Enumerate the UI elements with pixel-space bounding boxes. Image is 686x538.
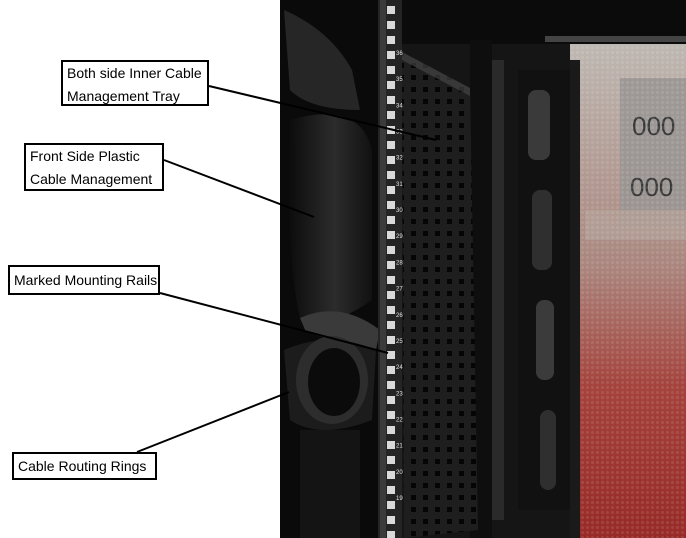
callout-routing-rings-line1: Cable Routing Rings — [18, 458, 147, 474]
callout-inner-cable-tray-line1: Both side Inner Cable — [67, 65, 202, 81]
rail-hole — [387, 96, 395, 104]
rail-number: 22 — [396, 417, 403, 423]
rail-number: 33 — [396, 130, 403, 136]
rail-hole — [387, 501, 395, 509]
rail-hole — [387, 531, 395, 538]
callout-inner-cable-tray-line2: Management Tray — [67, 88, 180, 104]
callout-routing-rings: Cable Routing Rings — [12, 452, 157, 480]
rail-hole — [387, 516, 395, 524]
callout-inner-cable-tray: Both side Inner Cable Management Tray — [61, 60, 209, 106]
rail-number: 19 — [396, 496, 403, 502]
rail-hole — [387, 486, 395, 494]
callout-plastic-cable-management-line2: Cable Management — [30, 171, 153, 187]
rail-number: 34 — [396, 103, 403, 109]
rail-number: 29 — [396, 234, 403, 240]
rail-hole — [387, 201, 395, 209]
rail-hole — [387, 171, 395, 179]
rail-hole — [387, 36, 395, 44]
rail-hole — [387, 396, 395, 404]
rear-mounting-rail — [518, 60, 580, 538]
rail-number: 20 — [396, 470, 403, 476]
door-mesh: 000 000 — [570, 40, 686, 538]
rail-number: 30 — [396, 208, 403, 214]
rail-hole — [387, 21, 395, 29]
rail-hole — [387, 321, 395, 329]
leader-line-plastic-cable-management — [163, 159, 315, 218]
leader-line-routing-rings — [136, 391, 290, 453]
callout-mounting-rails: Marked Mounting Rails — [8, 265, 160, 295]
callout-plastic-cable-management-line1: Front Side Plastic — [30, 148, 140, 164]
rail-hole — [387, 291, 395, 299]
callout-mounting-rails-line1: Marked Mounting Rails — [14, 272, 158, 288]
rail-hole — [387, 306, 395, 314]
rail-hole — [387, 111, 395, 119]
rail-number: 31 — [396, 182, 403, 188]
rail-number: 27 — [396, 287, 403, 293]
rail-number: 24 — [396, 365, 403, 371]
callout-plastic-cable-management: Front Side Plastic Cable Management — [24, 143, 164, 191]
rail-hole — [387, 336, 395, 344]
rail-hole — [387, 216, 395, 224]
rail-number: 28 — [396, 260, 403, 266]
rail-hole — [387, 471, 395, 479]
rail-hole — [387, 231, 395, 239]
rail-hole — [387, 246, 395, 254]
inner-cable-tray — [402, 52, 478, 538]
mounting-rail: 36 35 34 33 32 31 30 29 28 27 26 25 24 23 22 21 20 19 — [378, 0, 403, 538]
rail-hole — [387, 441, 395, 449]
rail-number: 32 — [396, 156, 403, 162]
rail-hole — [387, 261, 395, 269]
plastic-cable-management — [280, 0, 388, 538]
rail-hole — [387, 156, 395, 164]
rail-hole — [387, 351, 395, 359]
rail-hole — [387, 66, 395, 74]
rail-hole — [387, 381, 395, 389]
rail-number: 35 — [396, 77, 403, 83]
rail-hole — [387, 276, 395, 284]
rail-number: 25 — [396, 339, 403, 345]
leader-line-inner-cable-tray — [208, 85, 437, 141]
rail-number: 26 — [396, 313, 403, 319]
rail-hole — [387, 51, 395, 59]
rail-number: 21 — [396, 444, 403, 450]
rail-hole — [387, 456, 395, 464]
rail-hole — [387, 81, 395, 89]
rail-hole — [387, 186, 395, 194]
leader-line-mounting-rails — [159, 292, 389, 354]
rail-number: 36 — [396, 51, 403, 57]
rail-hole — [387, 6, 395, 14]
rail-hole — [387, 141, 395, 149]
rail-number: 23 — [396, 391, 403, 397]
rail-hole — [387, 366, 395, 374]
rail-hole — [387, 426, 395, 434]
rail-hole — [387, 411, 395, 419]
